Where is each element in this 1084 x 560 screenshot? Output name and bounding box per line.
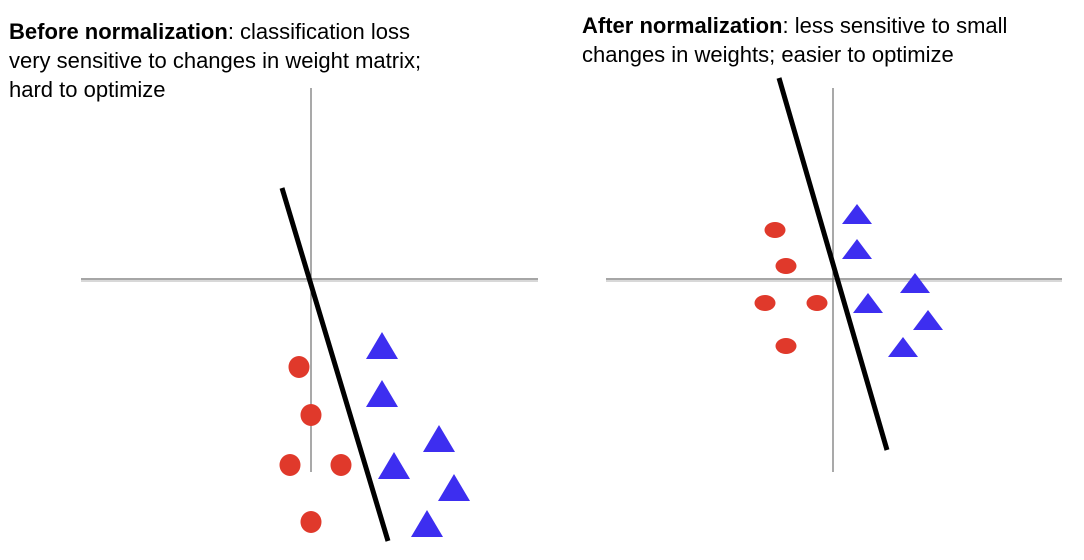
- red-circle-icon: [806, 295, 828, 311]
- blue-triangle-icon: [411, 510, 443, 537]
- left-decision-boundary: [279, 187, 391, 542]
- right-caption-text-line1: : less sensitive to small: [782, 13, 1008, 38]
- red-circle-icon: [330, 454, 352, 476]
- blue-triangle-icon: [378, 452, 410, 479]
- blue-triangle-icon: [438, 474, 470, 501]
- blue-triangle-icon: [366, 332, 398, 359]
- right-axes: [606, 88, 1062, 472]
- blue-triangle-icon: [853, 293, 883, 313]
- red-circle-icon: [775, 258, 797, 274]
- right-class-b-points: [842, 204, 943, 357]
- red-circle-icon: [764, 222, 786, 238]
- red-circle-icon: [300, 404, 322, 426]
- red-circle-icon: [288, 356, 310, 378]
- right-decision-boundary: [776, 77, 890, 451]
- red-circle-icon: [300, 511, 322, 533]
- left-caption-text-line3: hard to optimize: [9, 77, 166, 102]
- right-class-a-points: [754, 222, 828, 354]
- blue-triangle-icon: [423, 425, 455, 452]
- blue-triangle-icon: [913, 310, 943, 330]
- blue-triangle-icon: [842, 239, 872, 259]
- red-circle-icon: [279, 454, 301, 476]
- blue-triangle-icon: [888, 337, 918, 357]
- right-plot: [606, 77, 1062, 472]
- left-class-b-points: [366, 332, 470, 537]
- left-class-a-points: [279, 356, 352, 533]
- left-caption-title: Before normalization: [9, 19, 228, 44]
- blue-triangle-icon: [366, 380, 398, 407]
- blue-triangle-icon: [842, 204, 872, 224]
- right-caption: After normalization: less sensitive to s…: [582, 11, 1084, 69]
- right-caption-text-line2: changes in weights; easier to optimize: [582, 42, 954, 67]
- red-circle-icon: [775, 338, 797, 354]
- left-caption-text-line2: very sensitive to changes in weight matr…: [9, 48, 422, 73]
- left-caption: Before normalization: classification los…: [9, 17, 529, 104]
- left-plot: [81, 88, 538, 542]
- blue-triangle-icon: [900, 273, 930, 293]
- right-caption-title: After normalization: [582, 13, 783, 38]
- red-circle-icon: [754, 295, 776, 311]
- left-caption-text-line1: : classification loss: [227, 19, 410, 44]
